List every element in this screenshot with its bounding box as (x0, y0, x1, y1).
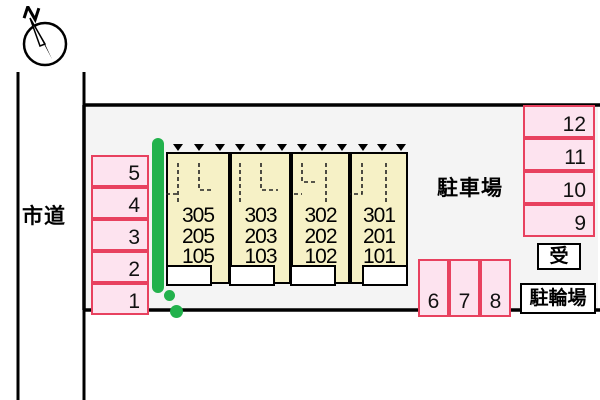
unit-entrance (229, 265, 275, 286)
stall-number: 11 (564, 146, 586, 169)
balcony-marker-icon (358, 144, 368, 151)
balcony-marker-icon (317, 144, 327, 151)
unit-floor-number: 201 (362, 224, 396, 248)
road-label: 市道 (22, 205, 66, 228)
unit-entrance (362, 265, 408, 286)
bicycle-parking-label: 駐輪場 (520, 283, 596, 314)
parking-right-column: 12 11 10 9 (523, 105, 595, 237)
unit-floor-number: 102 (304, 245, 337, 269)
balcony-marker-icon (256, 144, 266, 151)
balcony-marker-icon (297, 144, 307, 151)
reception-label: 受 (537, 243, 581, 270)
unit-floor-number: 101 (362, 245, 396, 269)
parking-stall-9[interactable]: 9 (523, 204, 595, 237)
parking-area-label: 駐車場 (437, 177, 503, 200)
stall-number: 2 (128, 258, 140, 281)
unit-entrance (166, 265, 212, 286)
stall-number: 3 (128, 226, 140, 249)
unit-floor-number: 303 (244, 204, 277, 227)
balcony-marker-icon (337, 144, 347, 151)
unit-floor-number: 202 (304, 224, 337, 248)
balcony-marker-icon (396, 144, 406, 151)
balcony-marker-icon (277, 144, 287, 151)
unit-numbers: 302 202 102 (293, 204, 348, 269)
compass-north-icon (12, 3, 74, 70)
stall-number: 4 (128, 194, 140, 217)
unit-floor-number: 105 (181, 245, 215, 269)
building-unit-302[interactable]: 302 202 102 (291, 152, 350, 284)
unit-floor-number: 305 (181, 204, 215, 227)
tree-icon (170, 305, 183, 318)
parking-left-column: 5 4 3 2 1 (91, 155, 149, 315)
parking-stall-10[interactable]: 10 (523, 171, 595, 204)
apartment-building: 305 205 105 303 203 103 302 202 102 30 (166, 144, 408, 286)
stall-number: 7 (458, 290, 471, 313)
parking-stall-12[interactable]: 12 (523, 105, 595, 138)
stall-number: 10 (562, 179, 586, 202)
unit-floor-number: 302 (304, 204, 337, 227)
unit-numbers: 301 201 101 (352, 204, 406, 269)
balcony-marker-icon (377, 144, 387, 151)
unit-entrance (290, 265, 336, 286)
parking-stall-3[interactable]: 3 (91, 219, 149, 251)
parking-stall-1[interactable]: 1 (91, 283, 149, 315)
stall-number: 12 (562, 113, 586, 136)
stall-number: 8 (489, 290, 502, 313)
parking-stall-2[interactable]: 2 (91, 251, 149, 283)
unit-floor-number: 301 (362, 204, 396, 227)
stall-number: 5 (128, 162, 140, 185)
balcony-marker-icon (194, 144, 204, 151)
parking-bottom-row: 6 7 8 (418, 259, 511, 317)
unit-floor-number: 205 (181, 224, 215, 248)
parking-stall-5[interactable]: 5 (91, 155, 149, 187)
tree-icon (164, 290, 175, 301)
unit-numbers: 305 205 105 (168, 204, 228, 269)
stall-number: 9 (574, 212, 586, 235)
balcony-marker-icon (215, 144, 225, 151)
parking-stall-6[interactable]: 6 (418, 259, 449, 317)
balcony-marker-icon (235, 144, 245, 151)
parking-stall-11[interactable]: 11 (523, 138, 595, 171)
building-unit-305[interactable]: 305 205 105 (166, 152, 230, 284)
balcony-marker-icon (173, 144, 183, 151)
parking-stall-7[interactable]: 7 (449, 259, 480, 317)
stall-number: 1 (128, 290, 140, 313)
hedge-strip-icon (152, 138, 164, 293)
stall-number: 6 (427, 290, 440, 313)
parking-stall-4[interactable]: 4 (91, 187, 149, 219)
parking-stall-8[interactable]: 8 (480, 259, 511, 317)
unit-floor-number: 203 (244, 224, 277, 248)
unit-floor-number: 103 (244, 245, 277, 269)
unit-numbers: 303 203 103 (232, 204, 289, 269)
